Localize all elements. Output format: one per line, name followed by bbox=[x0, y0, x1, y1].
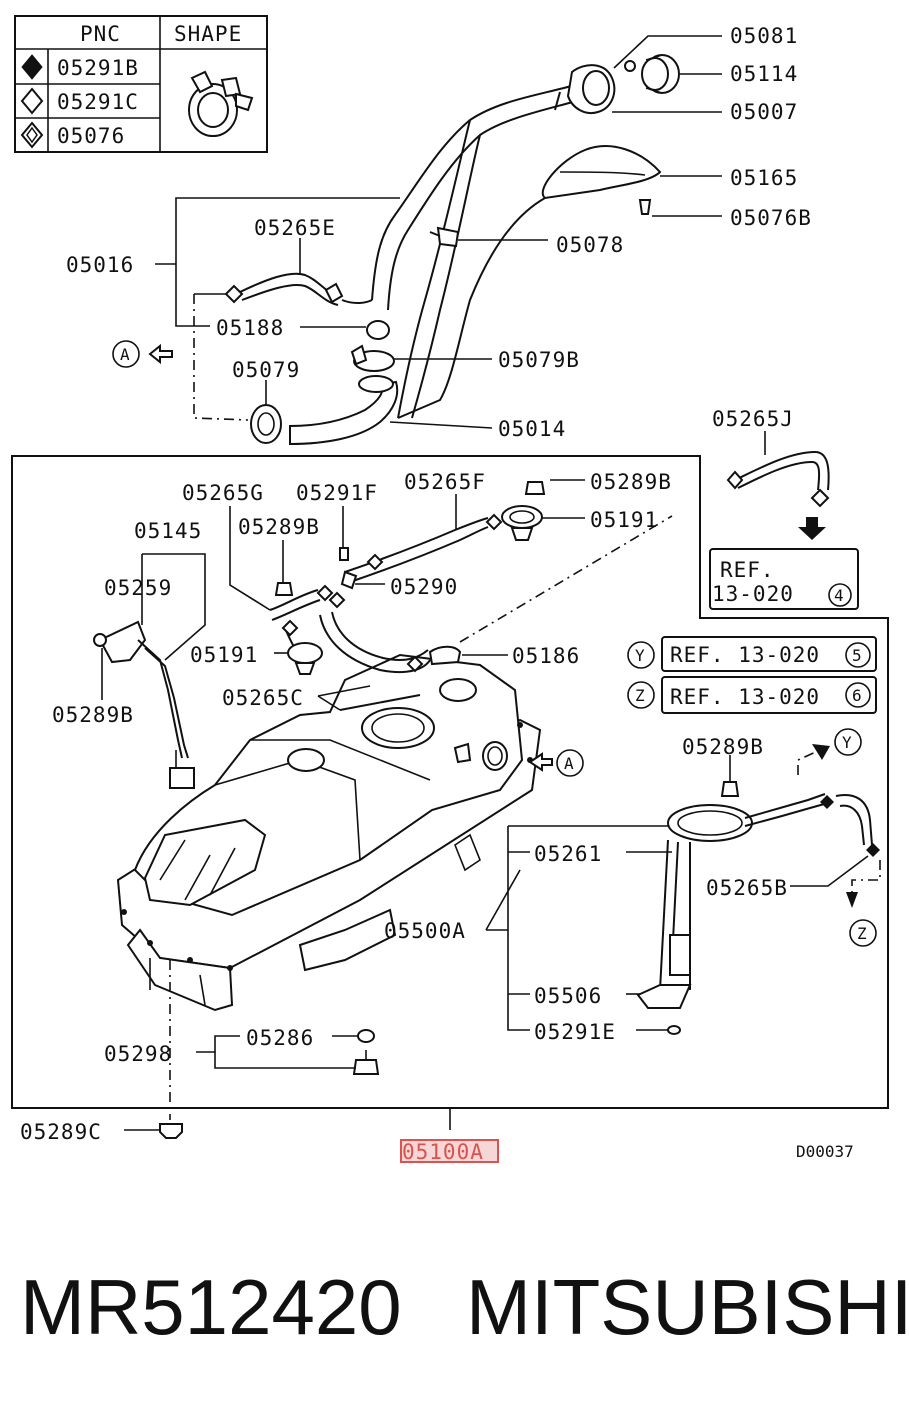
part-label-05261: 05261 bbox=[534, 842, 602, 866]
crossed-diamond-icon bbox=[20, 121, 44, 149]
part-label-05265c: 05265C bbox=[222, 686, 304, 710]
part-label-05298: 05298 bbox=[104, 1042, 172, 1066]
part-label-05079b: 05079B bbox=[498, 348, 580, 372]
ref-z-marker: Z bbox=[635, 686, 645, 705]
brand-name: MITSUBISHI bbox=[466, 1263, 909, 1351]
part-label-05289c: 05289C bbox=[20, 1120, 102, 1144]
diagram-code: D00037 bbox=[796, 1142, 854, 1161]
part-label-05265e: 05265E bbox=[254, 216, 336, 240]
part-label-05286: 05286 bbox=[246, 1026, 314, 1050]
part-label-05506: 05506 bbox=[534, 984, 602, 1008]
part-label-05291e: 05291E bbox=[534, 1020, 616, 1044]
part-label-05191-left: 05191 bbox=[190, 643, 258, 667]
part-label-05186: 05186 bbox=[512, 644, 580, 668]
part-label-05007: 05007 bbox=[730, 100, 798, 124]
legend-pnc-05291b: 05291B bbox=[57, 56, 139, 80]
part-number: MR512420 bbox=[20, 1263, 402, 1351]
part-label-05289b-top: 05289B bbox=[590, 470, 672, 494]
part-label-05081: 05081 bbox=[730, 24, 798, 48]
ref-y-marker: Y bbox=[635, 646, 645, 665]
fuel-pump-module: Y Z bbox=[636, 728, 881, 1035]
part-label-05289b-mid: 05289B bbox=[238, 515, 320, 539]
ref-y-box: Y REF. 13-020 5 bbox=[627, 636, 877, 672]
part-label-05265g: 05265G bbox=[182, 481, 264, 505]
callout-a-lower: A bbox=[564, 754, 574, 773]
part-label-05289b-pump: 05289B bbox=[682, 735, 764, 759]
legend-table: PNC SHAPE 05291B 05291C 05076 bbox=[14, 15, 268, 153]
part-label-05078: 05078 bbox=[556, 233, 624, 257]
ref-13-020-6: REF. 13-020 bbox=[670, 685, 820, 709]
hose-clamp-shape-icon bbox=[188, 70, 254, 137]
legend-pnc-05291c: 05291C bbox=[57, 90, 139, 114]
ref-13-020-6-number: 6 bbox=[852, 686, 862, 705]
part-label-05114: 05114 bbox=[730, 62, 798, 86]
tank-assembly-frame bbox=[11, 455, 889, 1109]
fuel-tank-body bbox=[116, 653, 542, 1012]
legend-pnc-05076: 05076 bbox=[57, 124, 125, 148]
part-label-05145: 05145 bbox=[134, 519, 202, 543]
filler-neck-assembly: A bbox=[112, 54, 680, 446]
part-label-05191-right: 05191 bbox=[590, 508, 658, 532]
lower-leader-lines bbox=[101, 479, 869, 1131]
part-label-05290: 05290 bbox=[390, 575, 458, 599]
part-label-05265j: 05265J bbox=[712, 407, 794, 431]
part-label-05265f: 05265F bbox=[404, 470, 486, 494]
part-label-05291f: 05291F bbox=[296, 481, 378, 505]
part-label-05079: 05079 bbox=[232, 358, 300, 382]
footer-caption: MR512420 MITSUBISHI bbox=[0, 1262, 909, 1372]
callout-a-lower-group: A bbox=[528, 749, 584, 777]
highlighted-part-05100a[interactable]: 05100A bbox=[400, 1139, 499, 1164]
level-sensor-05259 bbox=[93, 620, 195, 789]
part-label-05188: 05188 bbox=[216, 316, 284, 340]
solid-diamond-icon bbox=[21, 54, 43, 80]
part-label-05165: 05165 bbox=[730, 166, 798, 190]
ref-13-020-5-number: 5 bbox=[852, 646, 862, 665]
part-label-05100a: 05100A bbox=[402, 1140, 484, 1164]
part-label-05289b-left: 05289B bbox=[52, 703, 134, 727]
part-label-05076b: 05076B bbox=[730, 206, 812, 230]
part-label-05014: 05014 bbox=[498, 417, 566, 441]
part-label-05500a: 05500A bbox=[384, 919, 466, 943]
part-label-05016: 05016 bbox=[66, 253, 134, 277]
ref-13-020-4-number: 4 bbox=[834, 586, 844, 605]
ref-13-020-4-line1: REF. bbox=[720, 558, 775, 582]
arrow-y-marker: Y bbox=[842, 733, 852, 752]
ref-z-box: Z REF. 13-020 6 bbox=[627, 676, 877, 714]
hose-05265j-group: REF. 13-020 4 bbox=[709, 431, 859, 610]
part-label-05265b: 05265B bbox=[706, 876, 788, 900]
upper-leader-lines bbox=[265, 35, 722, 429]
legend-header-shape: SHAPE bbox=[174, 22, 242, 46]
part-label-05259: 05259 bbox=[104, 576, 172, 600]
bottom-fasteners bbox=[159, 960, 380, 1139]
hollow-diamond-icon bbox=[20, 87, 44, 115]
callout-a-upper: A bbox=[120, 345, 130, 364]
ref-13-020-4-line2: 13-020 bbox=[712, 582, 794, 606]
arrow-z-marker: Z bbox=[857, 924, 867, 943]
ref-13-020-5: REF. 13-020 bbox=[670, 643, 820, 667]
tank-vent-hoses bbox=[269, 481, 673, 711]
legend-header-pnc: PNC bbox=[80, 22, 121, 46]
